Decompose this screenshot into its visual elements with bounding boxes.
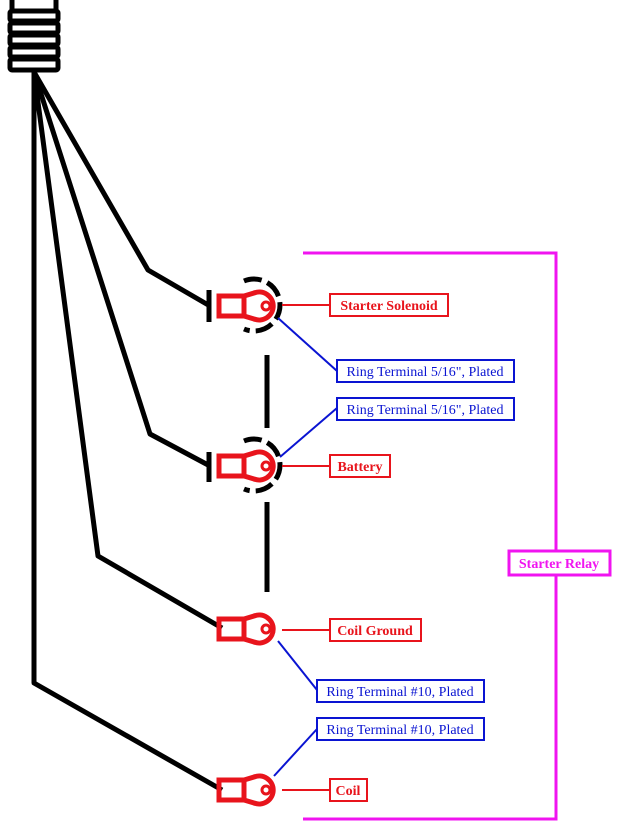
post-arc-starter-solenoid bbox=[243, 276, 283, 334]
label-coil-ground: Coil Ground bbox=[329, 618, 422, 642]
ring-terminal-icon bbox=[216, 449, 276, 483]
svg-text:Coil: Coil bbox=[336, 784, 361, 799]
svg-text:Battery: Battery bbox=[337, 460, 382, 475]
callout-ring-5-16-lower: Ring Terminal 5/16", Plated bbox=[336, 397, 515, 421]
wire-coil-ground bbox=[31, 71, 224, 631]
wire-battery bbox=[31, 71, 212, 469]
callout-ring-10-upper: Ring Terminal #10, Plated bbox=[316, 679, 485, 703]
wire-coil bbox=[31, 72, 224, 793]
svg-text:Starter Solenoid: Starter Solenoid bbox=[340, 299, 438, 314]
connector-icon bbox=[7, 0, 61, 73]
callout-ring-10-lower: Ring Terminal #10, Plated bbox=[316, 717, 485, 741]
svg-text:Ring Terminal 5/16", Plated: Ring Terminal 5/16", Plated bbox=[347, 365, 504, 380]
svg-text:Ring Terminal #10, Plated: Ring Terminal #10, Plated bbox=[326, 685, 473, 700]
ring-terminal-icon bbox=[216, 773, 276, 807]
wire-starter-solenoid bbox=[31, 70, 212, 309]
starter-relay-bracket bbox=[303, 251, 558, 821]
label-starter-relay: Starter Relay bbox=[507, 549, 612, 577]
svg-text:Coil Ground: Coil Ground bbox=[337, 624, 413, 639]
label-coil: Coil bbox=[329, 778, 368, 802]
svg-text:Ring Terminal 5/16", Plated: Ring Terminal 5/16", Plated bbox=[347, 403, 504, 418]
svg-text:Ring Terminal #10, Plated: Ring Terminal #10, Plated bbox=[326, 723, 473, 738]
ring-terminal-icon bbox=[216, 612, 276, 646]
ring-terminal-icon bbox=[216, 289, 276, 323]
label-battery: Battery bbox=[329, 454, 391, 478]
svg-text:Starter Relay: Starter Relay bbox=[519, 557, 599, 572]
label-starter-solenoid: Starter Solenoid bbox=[329, 293, 449, 317]
callout-ring-5-16-upper: Ring Terminal 5/16", Plated bbox=[336, 359, 515, 383]
post-arc-battery bbox=[243, 436, 283, 494]
